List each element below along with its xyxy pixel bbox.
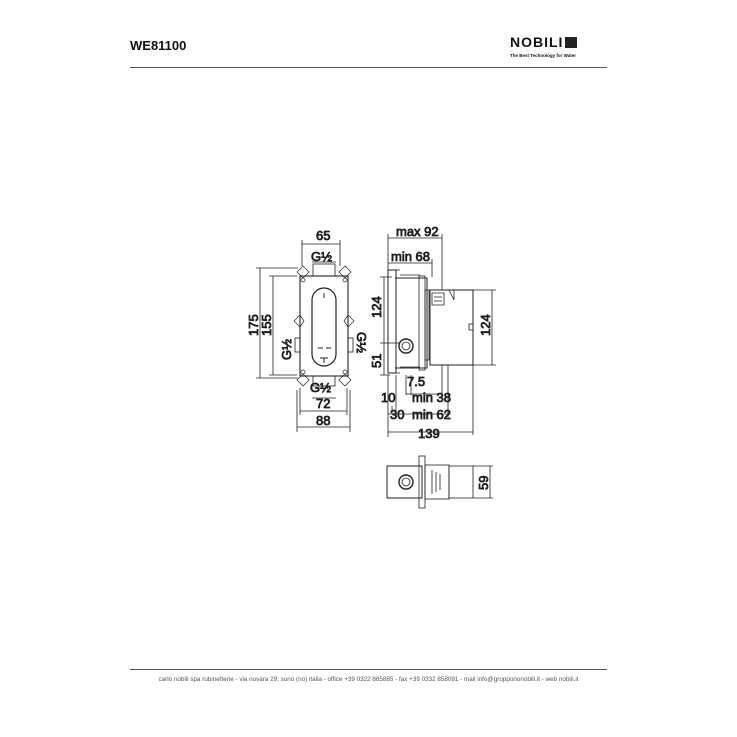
brand-name: NOBILI xyxy=(510,34,564,50)
thread-top-label: G½ xyxy=(311,249,332,264)
dim-front-72: 72 xyxy=(316,396,330,411)
header-divider xyxy=(130,67,607,68)
dim-side-124-right: 124 xyxy=(478,314,493,336)
dim-bottom-59: 59 xyxy=(476,476,491,490)
product-code: WE81100 xyxy=(130,38,187,53)
thread-bottom-label: G½ xyxy=(310,380,331,395)
bottom-view xyxy=(386,455,493,509)
dim-front-155: 155 xyxy=(259,314,274,336)
dim-side-max92: max 92 xyxy=(396,224,439,239)
footer-divider xyxy=(130,669,607,670)
dim-side-139: 139 xyxy=(418,426,440,441)
dim-side-min38: min 38 xyxy=(412,390,451,405)
thread-right-label: G½ xyxy=(354,332,369,353)
brand-tagline: The Best Technology for Water xyxy=(510,53,577,58)
dim-side-51: 51 xyxy=(369,354,384,368)
dim-front-88: 88 xyxy=(316,413,330,428)
side-view xyxy=(380,234,496,437)
dim-side-7-5: 7.5 xyxy=(407,374,425,389)
footer-contact: carlo nobili spa rubinetterie - via nova… xyxy=(158,676,579,683)
front-view xyxy=(256,240,355,432)
dim-side-10: 10 xyxy=(381,390,395,405)
dim-side-min68: min 68 xyxy=(391,249,430,264)
dim-side-124-left: 124 xyxy=(369,296,384,318)
dim-front-175: 175 xyxy=(246,314,261,336)
logo-mark-icon xyxy=(565,37,578,48)
dim-side-30: 30 xyxy=(390,407,404,422)
thread-left-label: G½ xyxy=(279,339,294,360)
dim-side-min62: min 62 xyxy=(412,407,451,422)
brand-logo: NOBILI The Best Technology for Water xyxy=(510,34,600,58)
dim-front-65: 65 xyxy=(316,228,330,243)
